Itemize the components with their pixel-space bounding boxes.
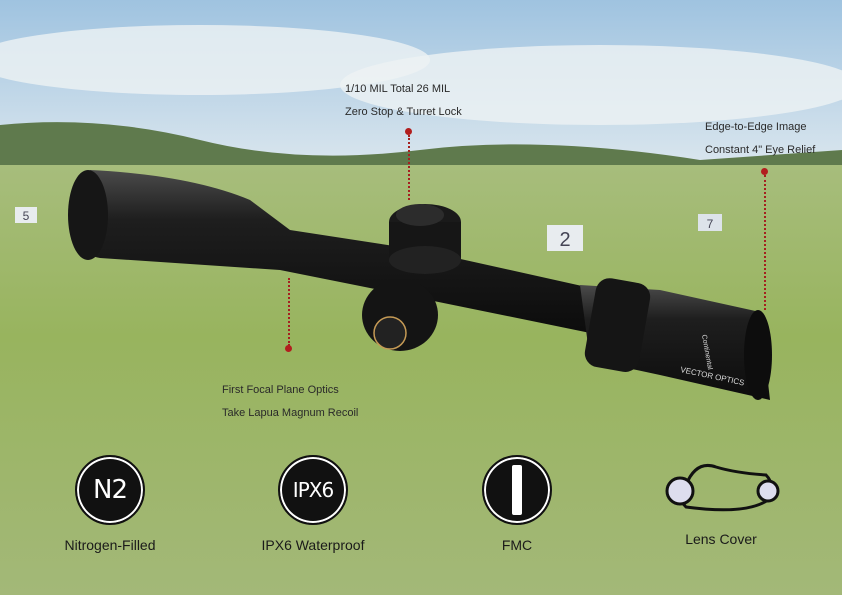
target-number: 5 — [23, 209, 30, 223]
feature-label: Nitrogen-Filled — [64, 537, 156, 553]
feature-nitrogen: N2 Nitrogen-Filled — [30, 455, 190, 553]
target-number: 7 — [707, 217, 714, 231]
feature-label: IPX6 Waterproof — [261, 537, 365, 553]
feature-waterproof: IPX6 IPX6 Waterproof — [233, 455, 393, 553]
lens-coating-icon — [482, 455, 552, 525]
turret-callout-line2: Zero Stop & Turret Lock — [345, 106, 462, 118]
turret-callout: 1/10 MIL Total 26 MIL Zero Stop & Turret… — [345, 78, 462, 124]
feature-label: FMC — [501, 537, 533, 553]
callout-line — [764, 175, 766, 310]
target-board — [547, 225, 583, 251]
target-board — [15, 207, 37, 223]
eyepiece-callout: Edge-to-Edge Image Constant 4" Eye Relie… — [705, 116, 815, 162]
turret-callout-line1: 1/10 MIL Total 26 MIL — [345, 83, 451, 95]
ffp-callout-line2: Take Lapua Magnum Recoil — [222, 407, 359, 419]
waterproof-icon: IPX6 — [278, 455, 348, 525]
callout-line — [408, 135, 410, 200]
feature-label: Lens Cover — [685, 531, 757, 547]
callout-dot — [405, 128, 412, 135]
ffp-callout-line1: First Focal Plane Optics — [222, 384, 339, 396]
callout-dot — [285, 345, 292, 352]
callout-dot — [761, 168, 768, 175]
eyepiece-callout-line1: Edge-to-Edge Image — [705, 121, 807, 133]
ffp-callout: First Focal Plane Optics Take Lapua Magn… — [222, 379, 358, 425]
target-number: 2 — [559, 229, 570, 251]
lens-cover-icon — [656, 455, 786, 525]
target-board — [698, 214, 722, 231]
rifle-scope: VECTOR OPTICS Continental — [68, 170, 772, 400]
feature-fmc: FMC — [437, 455, 597, 553]
feature-lens-cover: Lens Cover — [641, 455, 801, 547]
nitrogen-icon: N2 — [75, 455, 145, 525]
eyepiece-callout-line2: Constant 4" Eye Relief — [705, 144, 816, 156]
callout-line — [288, 278, 290, 346]
